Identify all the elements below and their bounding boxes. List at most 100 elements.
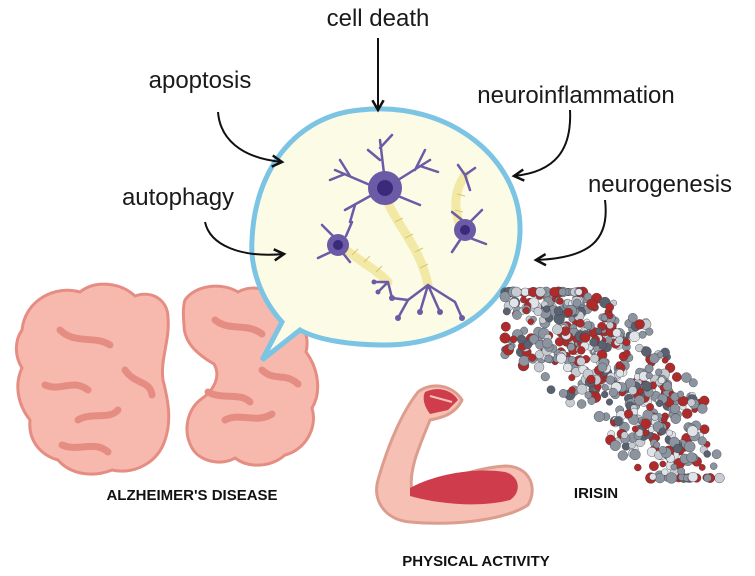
protein-atom: [710, 462, 718, 470]
protein-atom: [512, 310, 522, 320]
protein-atom: [606, 321, 614, 330]
arrow-autophagy: [204, 221, 287, 262]
protein-atom: [540, 372, 550, 382]
protein-atom: [584, 391, 592, 399]
protein-atom: [576, 383, 588, 395]
protein-atom: [697, 436, 707, 446]
protein-atom: [500, 321, 511, 332]
arrow-neuroinflammation: [511, 109, 572, 182]
arrow-apoptosis: [217, 111, 285, 168]
protein-atom: [597, 340, 608, 350]
irisin-protein-illustration: [499, 286, 725, 484]
arrows: [204, 38, 607, 267]
protein-atom: [669, 403, 680, 414]
brain-illustration: [14, 282, 320, 476]
protein-atom: [511, 286, 522, 298]
protein-atom: [670, 413, 681, 424]
protein-atom: [640, 418, 652, 430]
dendrite-tips: [371, 279, 465, 321]
protein-atom: [568, 316, 575, 323]
protein-atom: [620, 431, 629, 439]
protein-atom: [629, 331, 641, 343]
protein-atom: [576, 399, 587, 409]
protein-atom: [672, 372, 682, 382]
protein-atom: [661, 356, 669, 364]
protein-atom: [606, 312, 614, 320]
protein-atom: [562, 362, 573, 373]
neuron-small-left: [327, 234, 349, 256]
protein-atom: [552, 324, 563, 335]
protein-atom: [687, 398, 696, 407]
protein-atom: [589, 338, 599, 347]
protein-atom: [556, 353, 567, 364]
protein-atom: [542, 338, 553, 349]
protein-atom: [520, 296, 527, 304]
protein-atom: [711, 449, 722, 460]
protein-atom: [615, 369, 625, 378]
protein-atom: [670, 463, 678, 471]
protein-atom: [553, 306, 563, 316]
protein-atom: [535, 287, 546, 298]
protein-atom: [703, 473, 712, 483]
protein-atom: [677, 467, 686, 476]
protein-atom: [568, 374, 576, 382]
protein-atom: [714, 472, 725, 484]
protein-atom: [645, 327, 654, 336]
protein-atom: [641, 346, 652, 357]
protein-atom: [628, 386, 638, 395]
protein-atom: [658, 446, 667, 455]
protein-atom: [601, 384, 609, 391]
arrow-neurogenesis: [533, 199, 607, 267]
protein-atom: [642, 429, 650, 437]
protein-atom: [605, 302, 615, 312]
protein-atom: [682, 408, 693, 419]
protein-atom: [686, 425, 699, 437]
protein-atom: [572, 298, 582, 308]
protein-atom: [509, 297, 519, 308]
protein-atom: [587, 396, 596, 405]
protein-atom: [614, 416, 623, 426]
protein-atom: [637, 387, 645, 395]
protein-atom: [659, 460, 667, 468]
protein-atom: [556, 297, 564, 305]
protein-atom: [576, 357, 586, 367]
protein-atom: [649, 473, 657, 481]
protein-atom: [597, 362, 608, 373]
caption-irisin: IRISIN: [574, 485, 618, 502]
brain-left-hemisphere: [14, 282, 171, 476]
protein-atom: [658, 427, 667, 435]
protein-atom: [629, 449, 641, 461]
axon-segments: [351, 193, 466, 273]
protein-atom: [645, 372, 653, 380]
protein-atom: [567, 343, 576, 352]
label-cell-death: cell death: [327, 5, 430, 32]
protein-atom: [608, 387, 618, 397]
protein-atom: [644, 364, 654, 373]
flexed-arm-illustration: [375, 384, 534, 525]
protein-atom: [634, 395, 645, 406]
protein-atom: [697, 403, 708, 414]
protein-atom: [655, 399, 664, 408]
protein-atom: [638, 330, 647, 339]
protein-atom: [661, 468, 669, 476]
protein-atom: [622, 338, 631, 347]
protein-atom: [661, 415, 668, 423]
protein-atom: [628, 312, 638, 323]
protein-atom: [542, 305, 551, 313]
protein-atom: [623, 349, 631, 358]
protein-atom: [634, 463, 642, 472]
protein-atom: [628, 442, 636, 450]
protein-atom: [672, 443, 683, 454]
protein-atom: [558, 288, 567, 297]
protein-atom: [662, 381, 673, 391]
protein-atom: [575, 288, 583, 296]
protein-atom: [544, 354, 553, 363]
label-autophagy: autophagy: [122, 184, 234, 211]
protein-atom: [646, 403, 654, 411]
protein-atom: [605, 336, 613, 344]
protein-atom: [575, 318, 585, 328]
protein-atom: [558, 388, 568, 398]
protein-atom: [499, 291, 511, 303]
protein-atom: [641, 380, 652, 392]
